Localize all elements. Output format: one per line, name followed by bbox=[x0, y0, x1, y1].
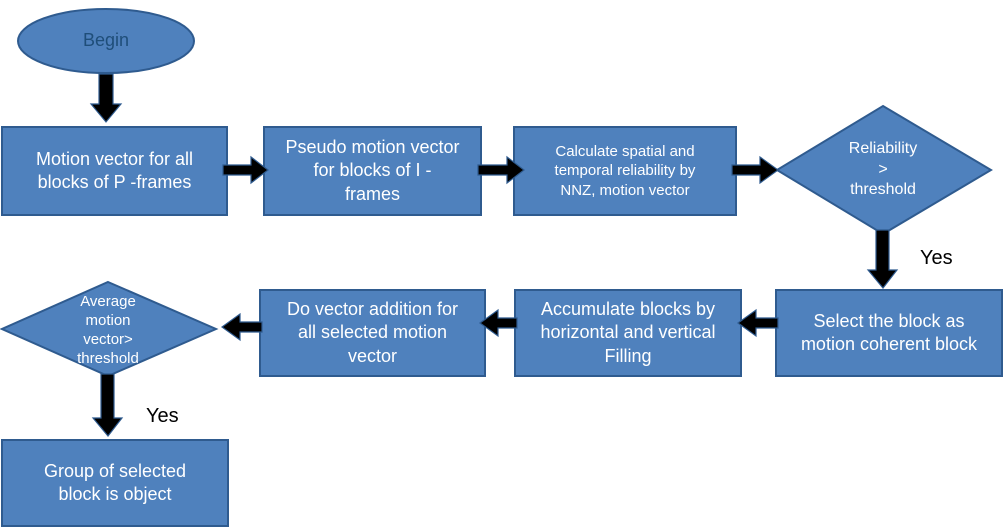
calc-reliability-box bbox=[513, 126, 737, 216]
mv-pframes-box bbox=[1, 126, 228, 216]
arrow-right-3 bbox=[731, 155, 780, 185]
arrow-down-yes-2 bbox=[91, 373, 124, 437]
yes-label-2: Yes bbox=[146, 405, 179, 427]
arrow-down-yes-1 bbox=[866, 229, 899, 289]
pseudo-mv-box bbox=[263, 126, 482, 216]
average-diamond bbox=[0, 280, 219, 378]
arrow-down-begin bbox=[89, 73, 123, 123]
yes-label-1: Yes bbox=[920, 247, 953, 269]
group-object-box bbox=[1, 439, 229, 527]
arrow-left-3 bbox=[220, 312, 263, 342]
arrow-left-1 bbox=[736, 308, 779, 338]
arrow-left-2 bbox=[478, 308, 518, 338]
reliability-diamond bbox=[775, 104, 993, 236]
select-block-box bbox=[775, 289, 1003, 377]
arrow-right-1 bbox=[222, 155, 269, 185]
begin-ellipse bbox=[17, 8, 195, 74]
arrow-right-2 bbox=[477, 155, 525, 185]
accumulate-box bbox=[514, 289, 742, 377]
vector-addition-box bbox=[259, 289, 486, 377]
